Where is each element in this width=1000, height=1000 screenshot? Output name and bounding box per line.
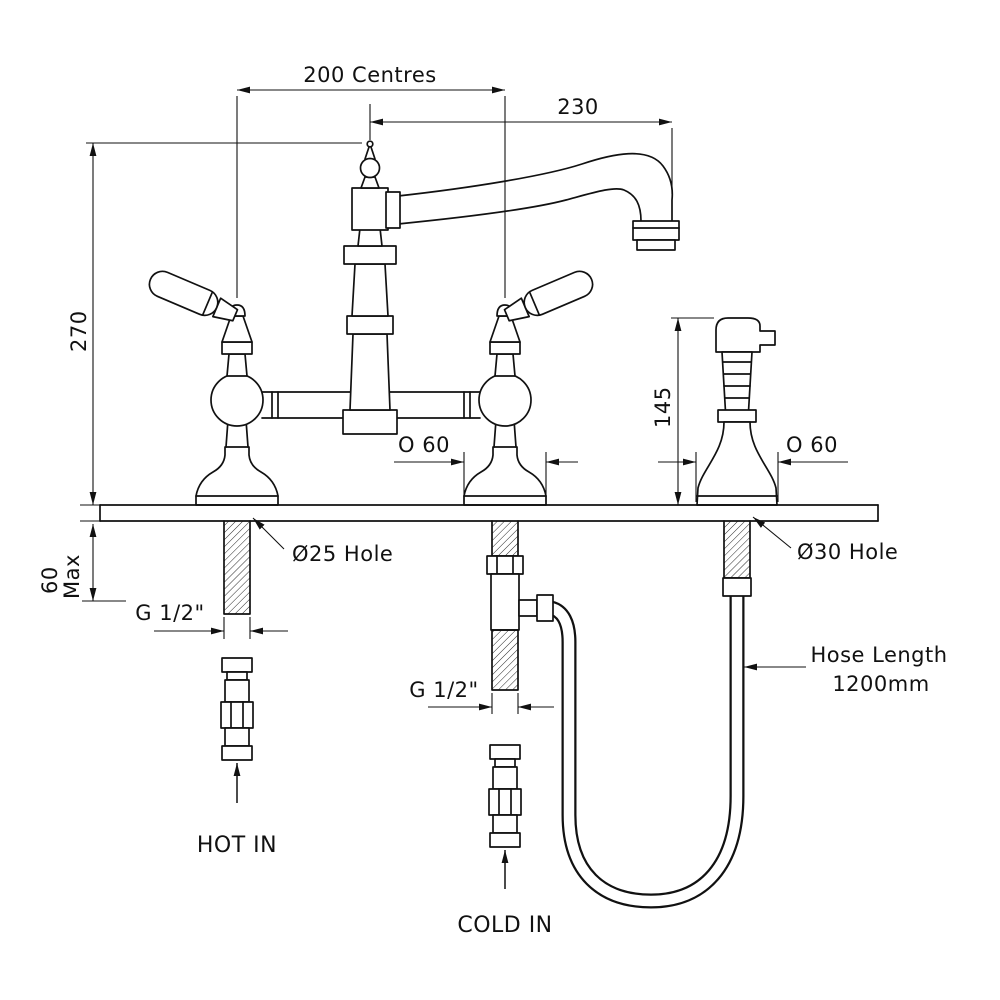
dim-60max-label-1: 60 (38, 566, 62, 594)
countertop (99, 504, 879, 522)
dim-270-label: 270 (67, 310, 91, 352)
spout (397, 152, 680, 251)
dim-g12-hot-label: G 1/2" (135, 601, 204, 625)
centre-column (342, 140, 401, 435)
spray-hose (543, 588, 745, 909)
hole30-leader (752, 516, 792, 549)
hot-in-label: HOT IN (197, 833, 277, 858)
cold-check-valve (488, 744, 522, 848)
dimension-lines (80, 86, 848, 889)
dim-g12-cold-label: G 1/2" (409, 678, 478, 702)
dim-60max-label-2: Max (60, 554, 84, 599)
hole25-label: Ø25 Hole (292, 542, 393, 566)
hot-pillar (195, 304, 279, 506)
cold-in-label: COLD IN (457, 913, 552, 938)
hot-lever-handle (144, 266, 242, 329)
hose-length-label-2: 1200mm (832, 672, 929, 696)
hot-check-valve (220, 657, 254, 761)
hose-length-label-1: Hose Length (810, 643, 947, 667)
dim-200-centres-label: 200 Centres (303, 63, 436, 87)
side-spray (696, 317, 778, 506)
hot-tail-thread (223, 520, 251, 615)
cold-lever-handle (500, 266, 598, 329)
dim-145-label: 145 (651, 386, 675, 428)
hole30-label: Ø30 Hole (797, 540, 898, 564)
dimension-labels: 200 Centres 230 270 145 O 60 O 60 Ø25 Ho… (38, 63, 947, 938)
spray-tail-thread (722, 520, 752, 597)
faucet-drawing (99, 140, 879, 909)
dim-230-label: 230 (557, 95, 599, 119)
cold-pillar (463, 304, 547, 506)
cold-tail-assembly (486, 520, 554, 691)
dim-o60-mid-label: O 60 (398, 433, 450, 457)
extension-lines (80, 96, 779, 714)
dim-o60-spray-label: O 60 (786, 433, 838, 457)
hole25-leader (252, 517, 285, 550)
